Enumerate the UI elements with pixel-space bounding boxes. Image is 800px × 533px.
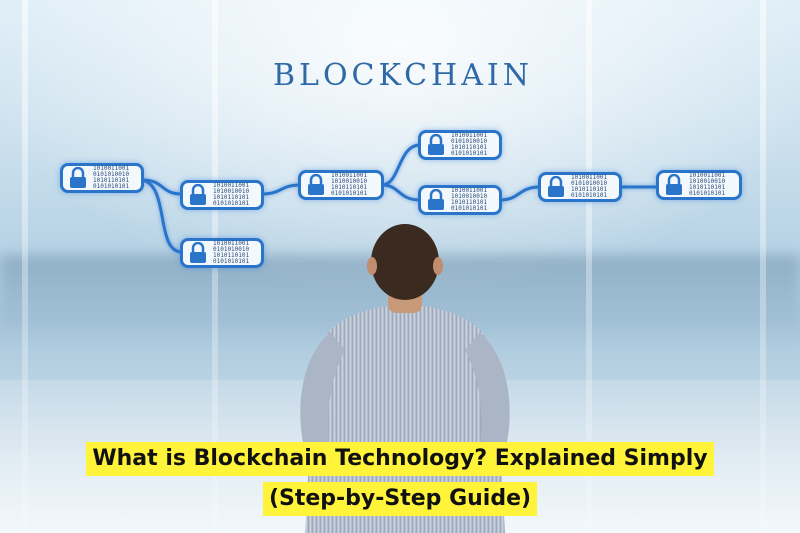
lock-icon — [666, 174, 682, 195]
chain-link — [261, 183, 301, 196]
block-hash-bits: 1010011001 1010010010 1010110101 0101010… — [331, 172, 368, 197]
glass-panel-divider — [760, 0, 766, 533]
chain-block: 1010011001 0101010010 1010110101 0101010… — [180, 238, 264, 268]
block-hash-bits: 1010011001 0101010010 1010110101 0101010… — [213, 240, 250, 265]
headline-line-2: (Step-by-Step Guide) — [262, 482, 538, 516]
head-hair — [371, 224, 439, 300]
chain-link — [499, 185, 541, 202]
lock-icon — [428, 189, 444, 210]
chain-link — [381, 183, 421, 202]
lock-icon — [428, 134, 444, 155]
glass-panel-divider — [586, 0, 592, 533]
right-arm — [465, 332, 510, 452]
block-hash-bits: 1010011001 1010010010 1010110101 0101010… — [451, 187, 488, 212]
block-hash-bits: 1010011001 1010010010 1010110101 0101010… — [213, 182, 250, 207]
headline-line-1: What is Blockchain Technology? Explained… — [86, 442, 714, 476]
chain-block: 1010011001 0101010010 1010110101 0101010… — [418, 130, 502, 160]
blockchain-banner-word: BLOCKCHAIN — [272, 58, 533, 93]
block-hash-bits: 1010011001 1010010010 1010110101 0101010… — [689, 172, 726, 197]
lock-icon — [548, 176, 564, 197]
chain-block: 1010011001 1010010010 1010110101 0101010… — [418, 185, 502, 215]
chain-block: 1010011001 1010010010 1010110101 0101010… — [180, 180, 264, 210]
block-hash-bits: 1010011001 0101010010 1010110101 0101010… — [93, 165, 130, 190]
lock-icon — [190, 242, 206, 263]
chain-block: 1010011001 1010010010 1010110101 0101010… — [298, 170, 384, 200]
left-arm — [300, 332, 345, 452]
chain-block: 1010011001 0101010010 1010110101 0101010… — [538, 172, 622, 202]
chain-block: 1010011001 0101010010 1010110101 0101010… — [60, 163, 144, 193]
glass-panel-divider — [22, 0, 28, 533]
lock-icon — [308, 174, 324, 195]
chain-block: 1010011001 1010010010 1010110101 0101010… — [656, 170, 742, 200]
lock-icon — [190, 184, 206, 205]
block-hash-bits: 1010011001 0101010010 1010110101 0101010… — [451, 132, 488, 157]
shirt — [305, 305, 505, 533]
left-ear — [367, 257, 377, 275]
chain-link — [141, 178, 183, 254]
headline: What is Blockchain Technology? Explained… — [0, 442, 800, 522]
right-ear — [433, 257, 443, 275]
lock-icon — [70, 167, 86, 188]
block-hash-bits: 1010011001 0101010010 1010110101 0101010… — [571, 174, 608, 199]
